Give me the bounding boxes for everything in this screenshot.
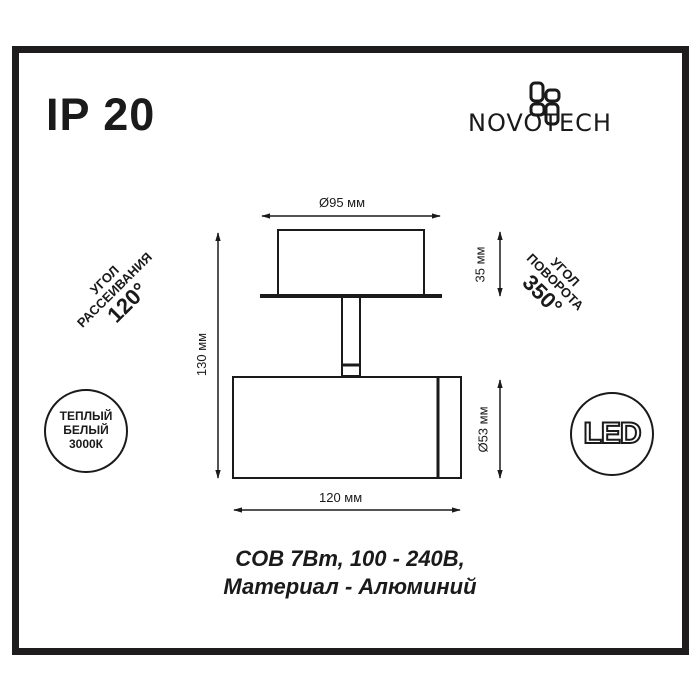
dim-top-diameter: Ø95 мм [319,195,366,210]
led-badge: LED [570,392,654,476]
spec-line1: COB 7Вт, 100 - 240В, [235,546,465,571]
brand-name: NOVOTECH [468,109,612,137]
color-temp-badge: ТЕПЛЫЙ БЕЛЫЙ 3000К [44,389,128,473]
dim-head-length: 120 мм [319,490,363,505]
spec-line2: Материал - Алюминий [223,573,477,599]
dim-head-diameter: Ø53 мм [475,406,491,453]
logo-mark-icon [529,81,561,126]
spec-text: COB 7Вт, 100 - 240В, Материал - Алюминий [0,545,700,600]
color-temp-line3: 3000К [68,436,104,451]
color-temp-line2: БЕЛЫЙ [63,423,109,438]
brand-logo: NOVOTECH [468,80,668,140]
dim-total-height: 130 мм [194,332,210,377]
led-icon: LED [583,416,643,451]
color-temp-line1: ТЕПЛЫЙ [59,409,113,424]
dim-base-height: 35 мм [472,246,488,283]
ip-rating: IP 20 [46,89,156,140]
outer-frame [12,46,689,655]
